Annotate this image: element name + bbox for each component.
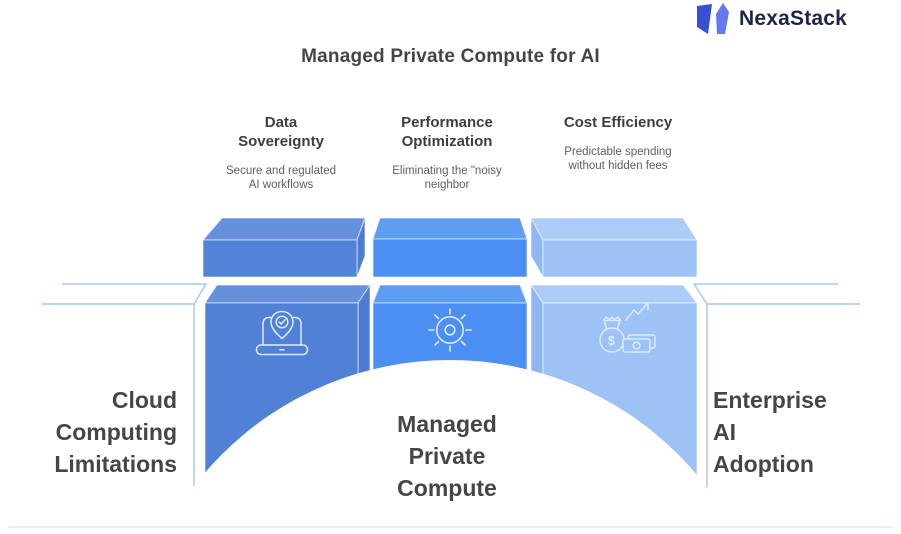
deck-line-right	[692, 283, 860, 305]
label-line: Private	[408, 443, 486, 469]
column-heading: Cost Efficiency	[563, 114, 673, 131]
page-title: Managed Private Compute for AI	[301, 46, 600, 67]
logo-text: NexaStack	[739, 7, 848, 30]
block-middle-front	[372, 238, 528, 278]
benefit-column-cost-efficiency: Cost Efficiency Predictable spending wit…	[518, 113, 718, 173]
benefit-column-performance-optimization: Performance Optimization Eliminating the…	[347, 113, 547, 192]
logo-mark-right	[716, 3, 729, 34]
logo: NexaStack	[697, 3, 847, 35]
block-middle-top	[372, 217, 528, 240]
label-managed-private-compute: Managed Private Compute	[347, 408, 547, 504]
money-bag-growth-icon: $	[599, 302, 656, 353]
benefit-column-data-sovereignty: Data Sovereignty Secure and regulated AI…	[181, 113, 381, 192]
bridge-deck-lines	[42, 283, 860, 488]
label-line: Enterprise	[713, 387, 827, 413]
column-heading: Performance Optimization	[401, 114, 493, 150]
block-right-top	[530, 217, 698, 241]
label-line: Compute	[397, 475, 497, 501]
label-line: Computing	[55, 419, 177, 445]
compute-blocks	[201, 217, 698, 279]
column-subtext: Predictable spending without hidden fees	[564, 146, 672, 172]
laptop-location-check-icon	[255, 310, 309, 356]
block-left-top	[201, 217, 366, 241]
deck-line-left	[42, 283, 208, 305]
label-enterprise-ai-adoption: Enterprise AI Adoption	[713, 384, 893, 480]
bridge-arch	[163, 360, 737, 534]
column-subtext: Secure and regulated AI workflows	[226, 165, 336, 191]
pillar-left-cap-top	[204, 284, 371, 304]
sun-gear-icon	[428, 308, 472, 352]
logo-mark-left	[697, 4, 712, 34]
block-right-front	[542, 239, 698, 278]
label-cloud-computing-limitations: Cloud Computing Limitations	[20, 384, 177, 480]
block-left-front	[202, 239, 358, 278]
dollar-symbol: $	[608, 334, 615, 348]
pillar-right-cap-top	[530, 284, 699, 304]
nexastack-logo-icon	[697, 3, 729, 34]
label-line: Cloud	[111, 387, 177, 413]
column-subtext: Eliminating the "noisy neighbor	[392, 165, 502, 191]
label-line: Managed	[397, 411, 497, 437]
label-line: Adoption	[713, 451, 814, 477]
column-heading: Data Sovereignty	[238, 114, 324, 150]
label-line: Limitations	[54, 451, 177, 477]
pillar-middle-cap-top	[372, 284, 528, 304]
label-line: AI	[713, 419, 736, 445]
